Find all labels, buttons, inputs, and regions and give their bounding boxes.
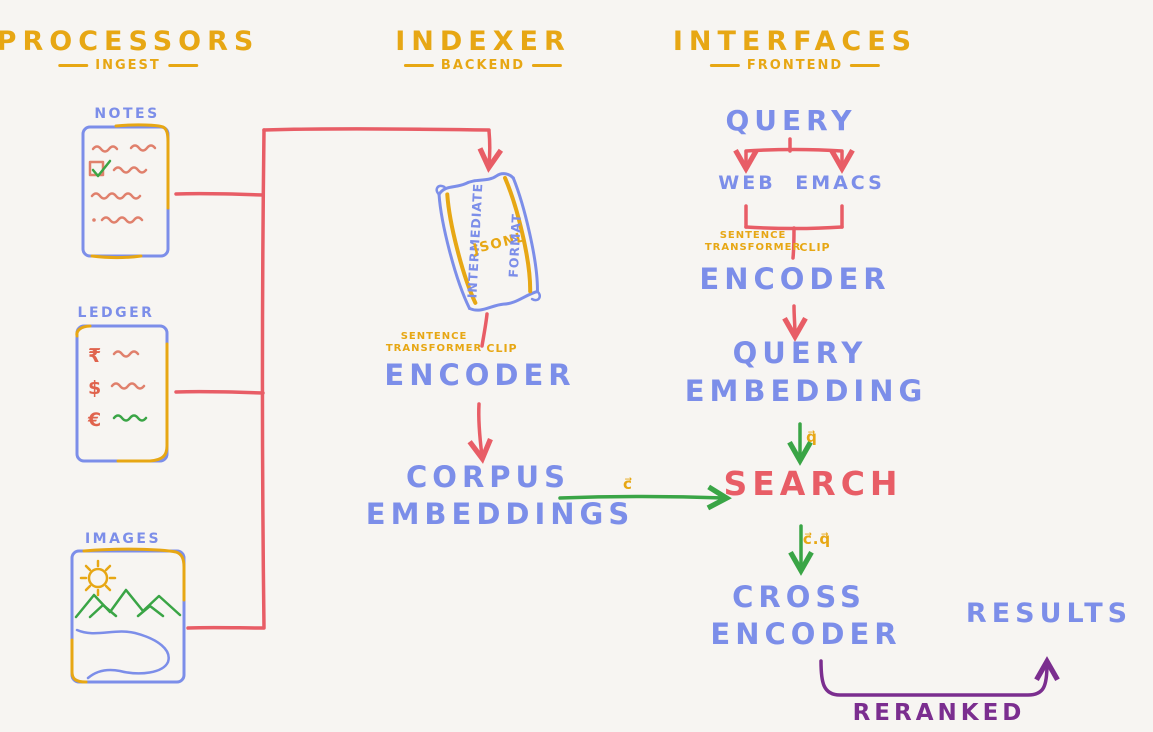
processors-subtitle-text: INGEST [95,58,161,73]
processors-column-subtitle: INGEST [58,58,198,73]
ingest-trunk-line [260,128,266,630]
images-card-label: IMAGES [84,531,162,547]
cross-encoder-line1: CROSS [732,580,866,614]
encoder-to-corpus-arrow [479,402,482,456]
notes-connector [174,191,265,197]
query-vector-label: q⃗ [806,428,818,446]
ledger-card: ₹ $ € [75,324,169,463]
indexer-subtitle-text: BACKEND [440,58,526,73]
indexer-model-clip: CLIP [486,342,518,355]
dot-product-label: c⃗.q⃗ [802,530,832,548]
scroll-right-text: FORMAT [506,213,524,278]
interfaces-model-clip: CLIP [799,241,831,254]
interfaces-model-transformer: TRANSFORMER [704,242,802,253]
reranked-label: RERANKED [852,700,1026,726]
dash-line [850,64,881,67]
notes-checkmark [91,159,112,178]
interfaces-column-title: INTERFACES [672,26,918,57]
scroll-left-text: INTERMEDIATE [464,182,485,298]
river-drawing [75,628,170,680]
notes-card-label: NOTES [94,106,160,122]
ingest-top-line [262,127,491,132]
query-embedding-line1: QUERY [732,336,868,370]
ledger-card-label: LEDGER [77,305,155,321]
corpus-to-search-arrow [558,497,724,499]
web-interface-label: WEB [718,172,776,194]
notes-card [81,123,170,259]
dash-line [403,64,434,67]
dash-line [532,64,563,67]
ledger-connector [174,389,265,395]
corpus-vector-label: c⃗ [623,475,633,493]
dollar-symbol: $ [88,377,101,399]
arrow-into-jsonl [489,129,490,165]
query-branch-connectors [746,137,842,260]
images-card [70,547,186,684]
corpus-embeddings-line1: CORPUS [406,460,570,494]
query-label: QUERY [725,104,857,137]
indexer-model-transformer: TRANSFORMER [385,343,483,354]
interfaces-subtitle-text: FRONTEND [746,58,844,73]
query-embedding-line2: EMBEDDING [684,374,928,408]
rerank-to-results-arrow [819,661,1047,697]
notes-scribble-line [91,145,119,153]
ingest-connectors [174,127,491,630]
rupee-symbol: ₹ [88,345,101,367]
indexer-encoder-label: ENCODER [384,358,576,392]
dash-line [709,64,740,67]
mountains-drawing [74,588,182,619]
indexer-column-subtitle: BACKEND [403,58,563,73]
processors-column-title: PROCESSORS [0,26,260,57]
cross-encoder-line2: ENCODER [710,617,902,651]
encoder-to-embedding-arrow [794,304,795,334]
euro-symbol: € [87,409,101,431]
indexer-model-sentence: SENTENCE [400,331,468,342]
results-label: RESULTS [965,598,1133,629]
indexer-column-title: INDEXER [395,26,571,57]
scroll-to-encoder-line [480,312,489,348]
search-label: SEARCH [723,464,903,503]
jsonl-scroll: INTERMEDIATE JSONL FORMAT [435,172,541,312]
interfaces-column-subtitle: FRONTEND [709,58,881,73]
emacs-interface-label: EMACS [795,172,885,194]
corpus-embeddings-line2: EMBEDDINGS [365,497,635,531]
dash-line [167,64,198,67]
sun-drawing [79,559,117,597]
merge-to-encoder-line [791,226,796,260]
interfaces-model-sentence: SENTENCE [719,230,787,241]
interfaces-encoder-label: ENCODER [699,262,891,296]
dash-line [58,64,89,67]
